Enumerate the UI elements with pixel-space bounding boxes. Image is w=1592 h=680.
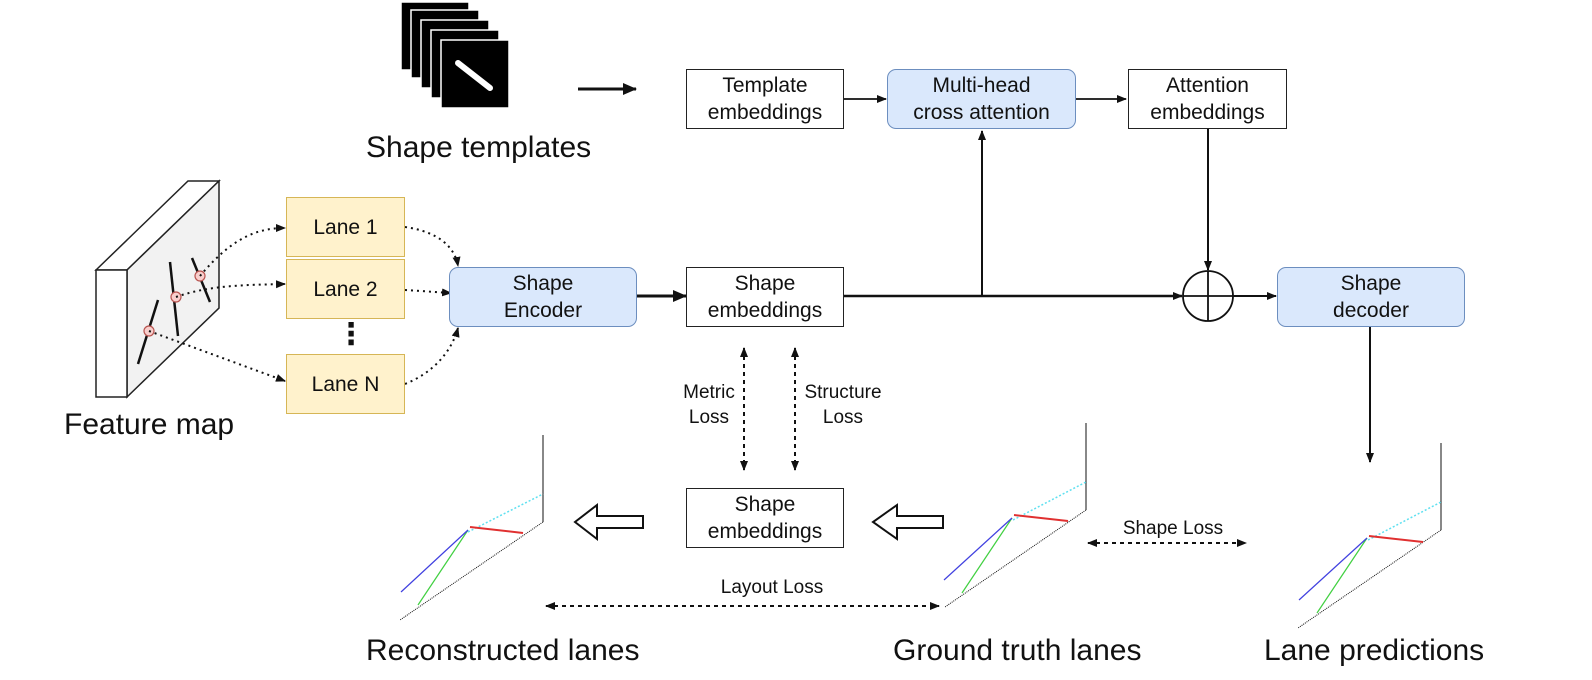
lane-ellipsis: ⋮ xyxy=(336,318,366,351)
shape-loss-label: Shape Loss xyxy=(1122,518,1224,539)
arrow-lane2-encoder xyxy=(404,288,452,297)
shape-templates-label: Shape templates xyxy=(366,131,592,164)
layout-loss-label: Layout Loss xyxy=(720,577,824,598)
multi-head-cross-attention-node: Multi-head cross attention xyxy=(887,69,1076,129)
arrow-point-lane2 xyxy=(175,280,286,298)
arrow-laneN-encoder xyxy=(404,327,460,385)
lane-n-node: Lane N xyxy=(286,354,405,414)
shape-templates-stack xyxy=(400,1,510,109)
metric-loss-label: Metric Loss xyxy=(683,382,735,428)
lane-predictions-plot xyxy=(1297,443,1442,629)
ground-truth-lanes-label: Ground truth lanes xyxy=(893,634,1142,667)
reconstructed-lanes-plot xyxy=(399,435,544,621)
shape-embeddings-bottom-node: Shape embeddings xyxy=(686,488,844,548)
hollow-arrow-gt-to-embeddings xyxy=(871,503,944,541)
template-embeddings-node: Template embeddings xyxy=(686,69,844,129)
shape-embeddings-node: Shape embeddings xyxy=(686,267,844,327)
attention-embeddings-node: Attention embeddings xyxy=(1128,69,1287,129)
ground-truth-lanes-plot xyxy=(943,423,1087,608)
arrow-point-lane1 xyxy=(199,224,286,277)
lane-predictions-label: Lane predictions xyxy=(1264,634,1485,667)
sum-node xyxy=(1182,270,1234,322)
shape-decoder-node: Shape decoder xyxy=(1277,267,1465,327)
lane-1-node: Lane 1 xyxy=(286,197,405,257)
lane-2-node: Lane 2 xyxy=(286,259,405,319)
feature-map-block xyxy=(94,179,221,399)
arrow-lane1-encoder xyxy=(404,226,461,267)
reconstructed-lanes-label: Reconstructed lanes xyxy=(366,634,640,667)
structure-loss-label: Structure Loss xyxy=(804,382,882,428)
arrow-point-laneN xyxy=(148,330,286,382)
feature-map-label: Feature map xyxy=(64,408,235,441)
shape-encoder-node: Shape Encoder xyxy=(449,267,637,327)
hollow-arrow-embeddings-to-reconstructed xyxy=(573,502,644,542)
